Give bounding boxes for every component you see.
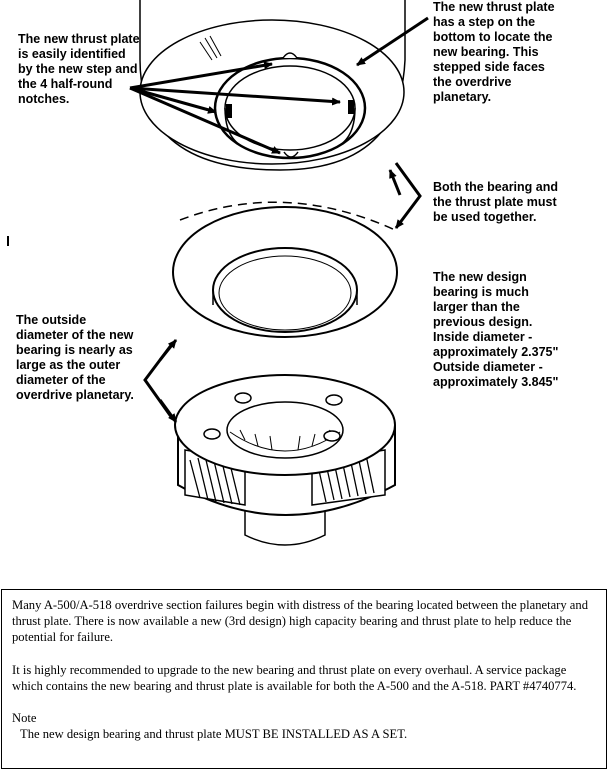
pointer-arrows (129, 16, 429, 423)
callout-thrust-plate-step: The new thrust plate has a step on the b… (433, 0, 555, 104)
note-label: Note (12, 711, 37, 726)
callout-outside-diameter: The outside diameter of the new bearing … (16, 313, 134, 402)
thrust-plate (139, 0, 406, 171)
description-textbox: Many A-500/A-518 overdrive section failu… (1, 589, 607, 769)
callout-bearing-size: The new design bearing is much larger th… (433, 270, 559, 389)
callout-thrust-plate-identification: The new thrust plate is easily identifie… (18, 32, 140, 106)
callout-use-together: Both the bearing and the thrust plate mu… (433, 180, 558, 224)
thrust-bearing (172, 201, 398, 338)
description-paragraph-2: It is highly recommended to upgrade to t… (12, 662, 577, 693)
note-text: The new design bearing and thrust plate … (20, 727, 408, 742)
description-paragraph-1: Many A-500/A-518 overdrive section failu… (12, 598, 588, 645)
overdrive-planetary (174, 374, 396, 546)
exploded-view-diagram (7, 0, 429, 546)
